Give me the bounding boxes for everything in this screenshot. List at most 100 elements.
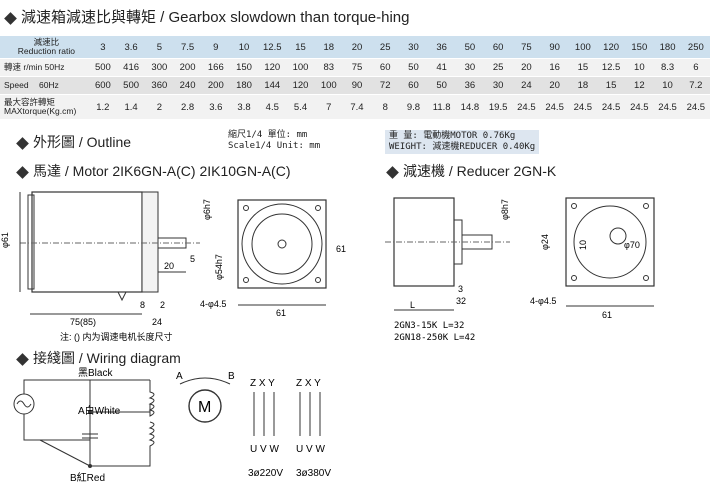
torque-cell: 7 [314, 94, 343, 120]
wire-bottom [23, 414, 90, 441]
torque-cell: 2 [145, 94, 174, 120]
label-white: A白White [78, 404, 121, 417]
wiring-drawing: M A B 黑Black A白White B紅Red Z X Y Z X Y U… [13, 367, 331, 484]
speed_60-cell: 15 [596, 76, 626, 95]
dim-61: 61 [602, 310, 612, 320]
voltage-220: 3ø220V [248, 468, 283, 479]
diamond-bullet-icon [16, 136, 29, 150]
dim-d8h7: φ8h7 [500, 199, 510, 220]
wiring-title: 接綫圖 / Wiring diagram [33, 350, 181, 366]
motor-flange [141, 191, 159, 293]
speed_50-cell: 20 [512, 58, 541, 77]
ratios-cell: 10 [229, 36, 259, 59]
dim-d54h7: φ54h7 [214, 254, 224, 280]
dim-75-85: 75(85) [70, 317, 96, 327]
speed_50-cell: 8.3 [653, 58, 682, 77]
torque-cell: 24.5 [653, 94, 682, 120]
speed_60-cell: 90 [342, 76, 372, 95]
diamond-bullet-icon [16, 165, 29, 179]
ratios-cell: 250 [681, 36, 710, 59]
dim-holes: 4-φ4.5 [530, 296, 556, 306]
wire-black [23, 379, 150, 394]
dim-20: 20 [164, 261, 174, 271]
motor-note: 注: () 内为调速电机长度尺寸 [60, 331, 173, 342]
speed_50-cell: 41 [427, 58, 456, 77]
ratios-cell: 100 [568, 36, 597, 59]
speed_50-cell: 60 [371, 58, 400, 77]
speed_50-cell: 120 [258, 58, 287, 77]
speed_50-cell: 416 [116, 58, 146, 77]
speed_60-cell: 18 [568, 76, 597, 95]
speed_60-cell: 360 [145, 76, 174, 95]
ratios-cell: 25 [371, 36, 400, 59]
motor-title: 馬達 / Motor 2IK6GN-A(C) 2IK10GN-A(C) [33, 163, 291, 179]
speed_50-cell: 200 [173, 58, 202, 77]
mount-hole-icon [643, 203, 649, 209]
speed_50-cell: 15 [568, 58, 597, 77]
scale-en: Scale1/4 Unit: mm [228, 141, 321, 151]
torque-cell: 24.5 [625, 94, 654, 120]
sine-icon [16, 400, 32, 408]
motor-front-pilot [251, 213, 313, 275]
dim-d61: φ61 [0, 232, 10, 248]
reducer-drawing: φ8h7 φ24 L 3 32 2GN3-15K L=32 2GN18-250K… [385, 197, 655, 343]
reducer-model1: 2GN3-15K L=32 [394, 321, 464, 331]
coil-b-icon [148, 421, 155, 452]
speed_50-cell: 50 [399, 58, 428, 77]
speed_50-cell: 100 [286, 58, 315, 77]
dim-3: 3 [458, 284, 463, 294]
reducer-output-icon [609, 227, 627, 245]
ratios-cell: 7.5 [173, 36, 202, 59]
reducer-model2: 2GN18-250K L=42 [394, 333, 475, 343]
diamond-bullet-icon [16, 352, 29, 366]
terminals-220-top: Z X Y [250, 378, 275, 389]
speed_50-cell: 166 [201, 58, 230, 77]
torque-cell: 3.6 [201, 94, 230, 120]
speed_50-cell: 25 [484, 58, 513, 77]
ratios-cell: 3.6 [116, 36, 146, 59]
speed_60-cell: 60 [399, 76, 428, 95]
torque-cell: 24.5 [568, 94, 597, 120]
speed_60-cell: 7.2 [681, 76, 710, 95]
speed60-label: Speed 60Hz [0, 76, 89, 95]
ratios-cell: 75 [512, 36, 541, 59]
dim-61v: 61 [336, 244, 346, 254]
mount-hole-icon [243, 277, 249, 283]
torque-cell: 24.5 [596, 94, 626, 120]
terminals-380-bottom: U V W [296, 444, 325, 455]
speed_60-cell: 20 [540, 76, 569, 95]
label-black: 黑Black [78, 367, 113, 379]
speed_60-cell: 36 [455, 76, 485, 95]
scale-note: 縮尺1/4 單位: mm Scale1/4 Unit: mm [228, 130, 320, 152]
speed_50-cell: 500 [88, 58, 117, 77]
torque-cell: 7.4 [342, 94, 372, 120]
torque-cell: 14.8 [455, 94, 485, 120]
motor-endcap [27, 194, 35, 290]
ratios-cell: 3 [88, 36, 117, 59]
ratios-cell: 180 [653, 36, 682, 59]
page-title: 減速箱減速比與轉矩 / Gearbox slowdown than torque… [4, 6, 410, 27]
ratios-cell: 18 [314, 36, 343, 59]
outline-heading: 外形圖 / Outline [16, 132, 131, 152]
torque-cell: 3.8 [229, 94, 259, 120]
speed_50-cell: 150 [229, 58, 259, 77]
diamond-bullet-icon [386, 165, 399, 179]
reducer-front-frame [565, 197, 655, 287]
dim-10: 10 [578, 240, 588, 250]
speed50-label: 轉速 r/min 50Hz [0, 58, 89, 77]
ratios-cell: 90 [540, 36, 569, 59]
dim-d70: φ70 [624, 240, 640, 250]
dim-8: 8 [140, 300, 145, 310]
ratios-cell: 20 [342, 36, 372, 59]
ratios-cell: 5 [145, 36, 174, 59]
dim-holes: 4-φ4.5 [200, 299, 226, 309]
speed_60-cell: 144 [258, 76, 287, 95]
motor-symbol [188, 389, 222, 423]
motor-front-outer [241, 203, 323, 285]
speed_60-cell: 72 [371, 76, 400, 95]
